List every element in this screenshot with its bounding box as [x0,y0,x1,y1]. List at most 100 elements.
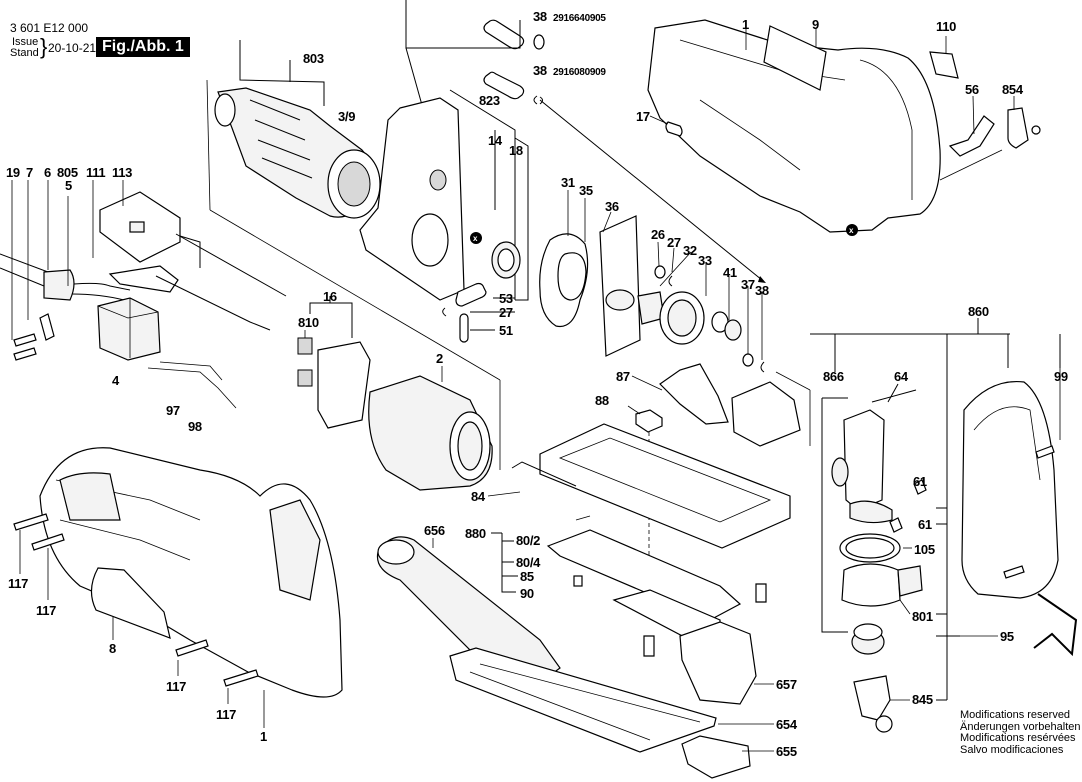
gear-33 [637,291,729,345]
figure-label: Fig./Abb. 1 [96,37,190,57]
label-654: 654 [776,717,797,732]
guide-801 [841,563,923,607]
label-1-top: 1 [742,17,749,32]
part-number-38-upper: 2916640905 [553,13,606,24]
label-38-right: 38 [755,283,769,298]
label-6: 6 [44,165,51,180]
switch-56 [948,115,995,157]
label-33: 33 [698,253,712,268]
label-801: 801 [912,609,933,624]
label-7: 7 [26,165,33,180]
issue-date: 20-10-21 [48,41,97,55]
note-fr: Modifications resérvées [960,732,1076,744]
field-coil-2 [368,375,493,491]
block-88 [635,409,663,433]
label-2: 2 [436,351,443,366]
label-866: 866 [823,369,844,384]
cable-clamp-7 [39,313,55,341]
label-38-lower: 38 [533,63,547,78]
label-61-upper: 61 [913,474,927,489]
front-housing [961,380,1059,599]
ring-105 [839,533,901,563]
part-number-38-lower: 2916080909 [553,67,606,78]
label-117-d: 117 [216,707,237,722]
handle-housing-1 [39,447,343,698]
label-5: 5 [65,178,72,193]
label-805: 805 [57,165,78,180]
label-105: 105 [914,542,935,557]
label-14: 14 [488,133,502,148]
knob-854 [1007,107,1041,149]
gear-housing-823 [359,97,465,301]
label-98: 98 [188,419,202,434]
label-27-right: 27 [667,235,681,250]
svg-text:x: x [849,226,854,235]
label-1-bottom: 1 [260,729,267,744]
pin-38-lower [483,71,543,105]
label-51: 51 [499,323,513,338]
modification-notes: Modifications reserved Änderungen vorbeh… [960,709,1080,756]
gasket-31 [539,233,589,328]
label-80-4: 80/4 [516,555,541,570]
label-803: 803 [303,51,324,66]
label-97: 97 [166,403,180,418]
wire-95 [1033,593,1078,657]
screws-117 [13,513,259,687]
label-845: 845 [912,692,933,707]
label-8 [90,567,171,639]
label-656: 656 [424,523,445,538]
label-84: 84 [471,489,485,504]
label-56: 56 [965,82,979,97]
roller-bushing [851,623,885,655]
label-32: 32 [683,243,697,258]
label-61-lower: 61 [918,517,932,532]
base-plate-654 [449,647,717,753]
label-35: 35 [579,183,593,198]
armature-803 [214,87,381,219]
label-17: 17 [636,109,650,124]
plate-36 [599,215,641,357]
label-80-2: 80/2 [516,533,541,548]
label-655: 655 [776,744,797,759]
label-117-a: 117 [8,576,29,591]
electronics-113 [99,191,181,263]
label-88: 88 [595,393,609,408]
label-657: 657 [776,677,797,692]
label-113: 113 [112,165,133,180]
label-810: 810 [298,315,319,330]
cover-657 [679,621,757,705]
stand-label: Stand [10,47,39,59]
drawing-number: 3 601 E12 000 [10,21,89,35]
label-95: 95 [1000,629,1014,644]
label-3-9: 3/9 [338,109,356,124]
label-85: 85 [520,569,534,584]
cap-110 [929,51,959,79]
label-8: 8 [109,641,116,656]
svg-text:x: x [473,234,478,243]
sole-80-2 [546,529,742,621]
screws-19 [13,333,37,361]
brace-symbol: } [40,34,48,59]
label-16: 16 [323,289,337,304]
label-41: 41 [723,265,737,280]
bearing-41 [724,319,742,341]
label-880: 880 [465,526,486,541]
label-37: 37 [741,277,755,292]
label-53: 53 [499,291,513,306]
label-4: 4 [112,373,119,388]
label-860: 860 [968,304,989,319]
label-99: 99 [1054,369,1068,384]
label-18: 18 [509,143,523,158]
label-87: 87 [616,369,630,384]
label-38-upper: 38 [533,9,547,24]
bracket-87 [659,363,729,425]
note-es: Salvo modificaciones [960,743,1064,756]
guide-part [731,381,801,447]
cable-assembly [0,253,131,301]
label-111: 111 [86,165,106,180]
brush-holder-16 [317,341,371,429]
roller-845 [853,675,893,733]
label-31: 31 [561,175,575,190]
label-117-c: 117 [166,679,187,694]
